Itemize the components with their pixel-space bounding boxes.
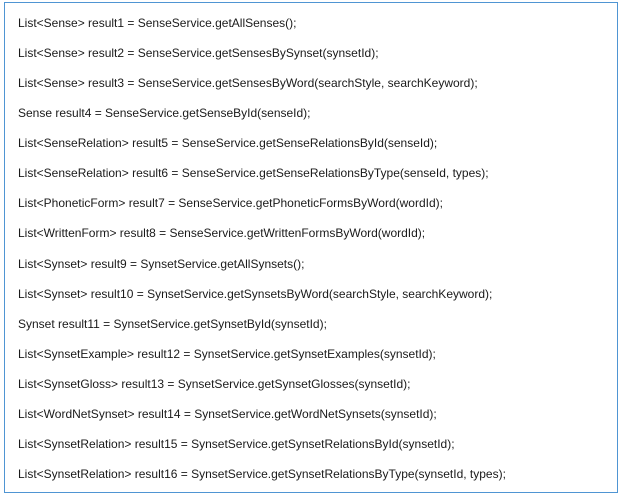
code-line: Sense result4 = SenseService.getSenseByI… (18, 106, 311, 120)
code-line: List<Synset> result10 = SynsetService.ge… (18, 287, 493, 301)
code-line: List<SenseRelation> result5 = SenseServi… (18, 136, 438, 150)
code-line: List<WordNetSynset> result14 = SynsetSer… (18, 407, 437, 421)
code-line: List<SynsetRelation> result15 = SynsetSe… (18, 437, 455, 451)
code-line: List<Synset> result9 = SynsetService.get… (18, 257, 305, 271)
code-line: List<SenseRelation> result6 = SenseServi… (18, 166, 489, 180)
code-line: Synset result11 = SynsetService.getSynse… (18, 317, 327, 331)
code-line: List<Sense> result1 = SenseService.getAl… (18, 16, 297, 30)
code-snippet-box: List<Sense> result1 = SenseService.getAl… (4, 2, 618, 493)
code-line: List<SynsetRelation> result16 = SynsetSe… (18, 467, 506, 481)
code-line: List<Sense> result3 = SenseService.getSe… (18, 76, 478, 90)
code-line: List<Sense> result2 = SenseService.getSe… (18, 46, 379, 60)
code-line: List<PhoneticForm> result7 = SenseServic… (18, 196, 443, 210)
code-line: List<WrittenForm> result8 = SenseService… (18, 226, 426, 240)
code-line: List<SynsetGloss> result13 = SynsetServi… (18, 377, 411, 391)
code-line: List<SynsetExample> result12 = SynsetSer… (18, 347, 436, 361)
